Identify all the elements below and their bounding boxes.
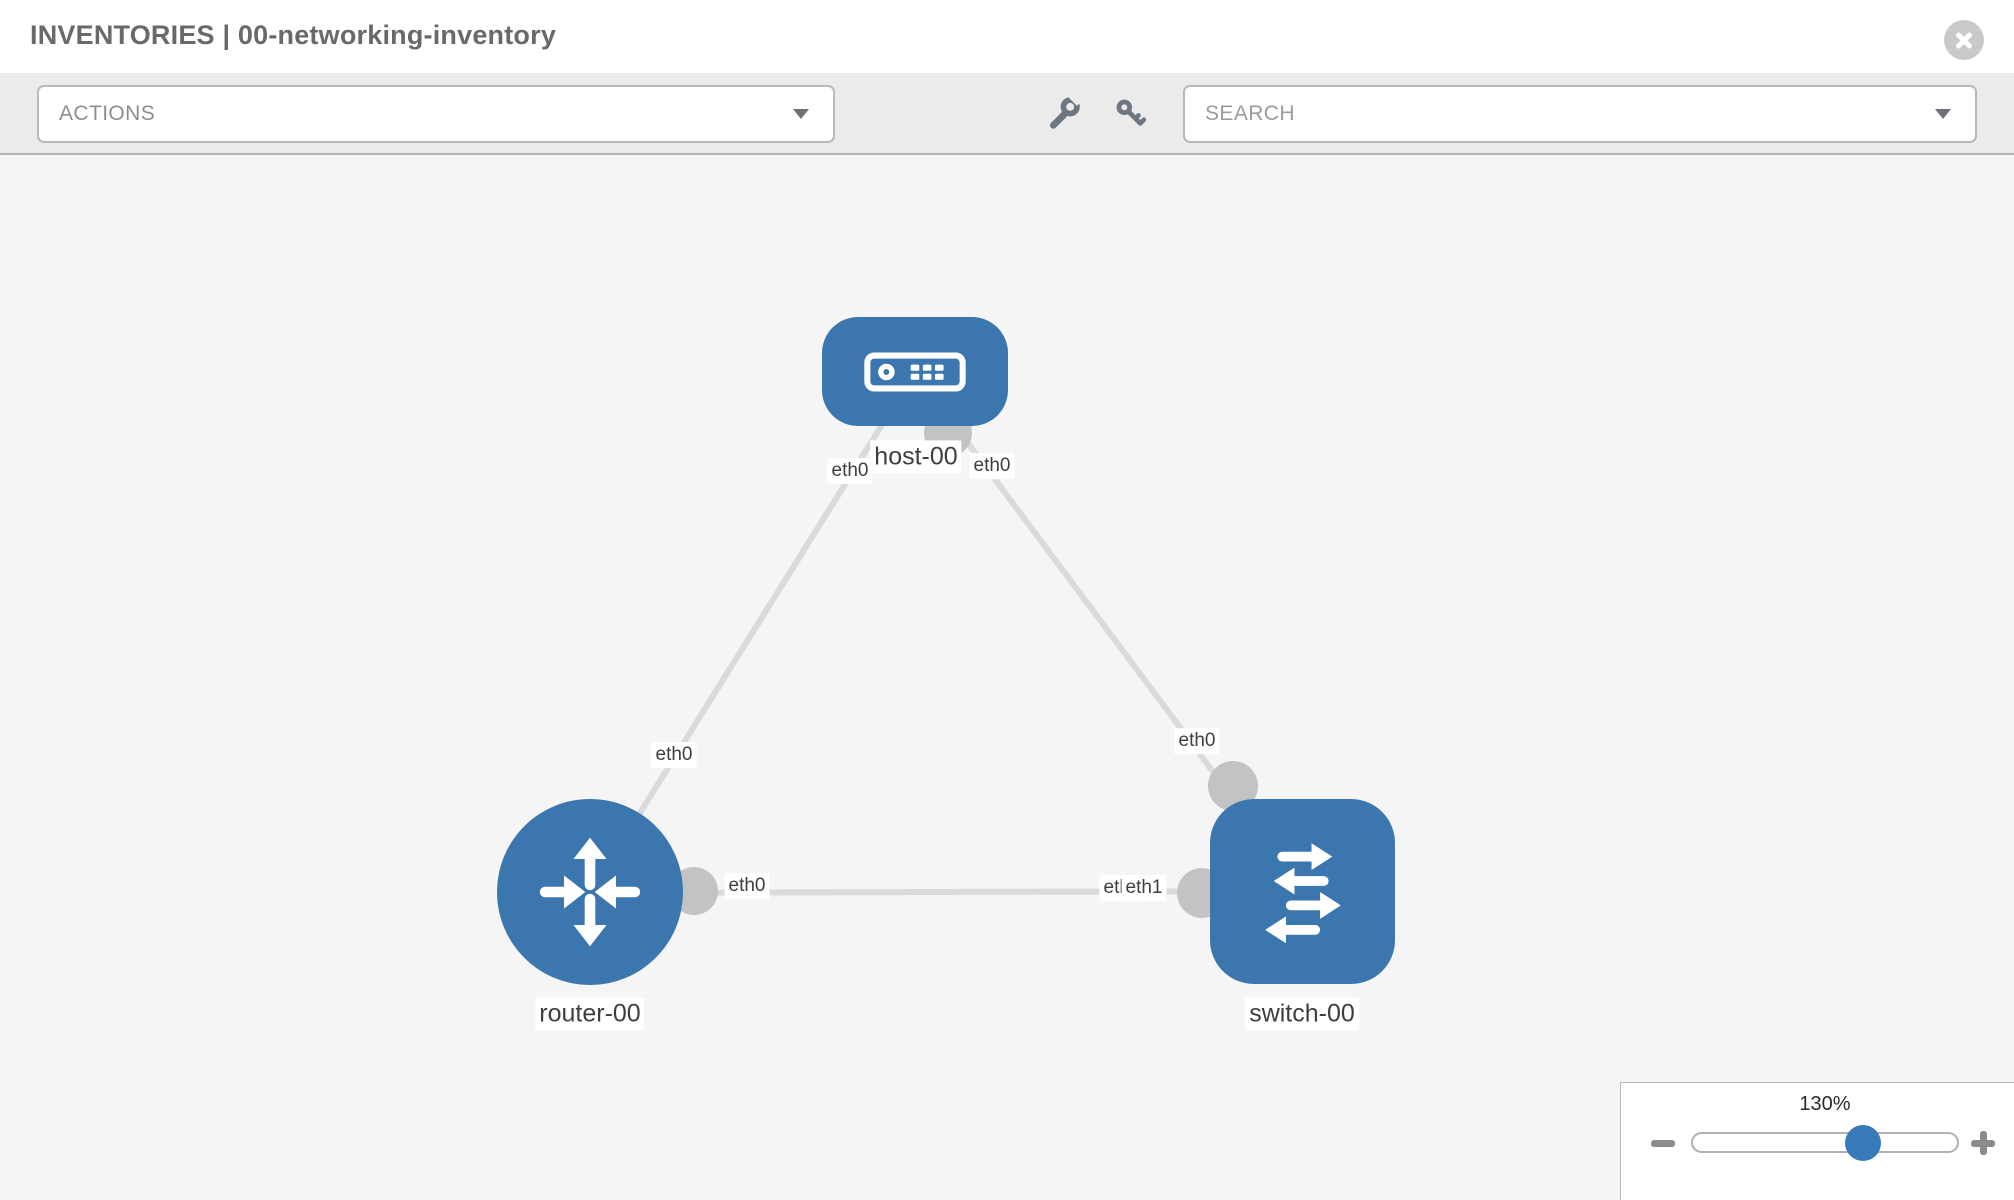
- interface-label-switch-eth0-top: eth0: [1174, 728, 1220, 754]
- chevron-down-icon: [1935, 109, 1951, 119]
- interface-label-switch-eth1-over: eth1: [1121, 875, 1167, 901]
- zoom-in-button[interactable]: [1965, 1125, 2001, 1161]
- interface-label-router-eth0-right: eth0: [724, 873, 770, 899]
- toolbar: ACTIONS SEARCH: [0, 73, 2014, 155]
- node-switch-00[interactable]: [1210, 799, 1395, 984]
- node-host-00[interactable]: [822, 317, 1008, 426]
- configure-button[interactable]: [1042, 89, 1086, 137]
- router-icon: [539, 837, 641, 947]
- topology-edges: [587, 370, 1305, 918]
- actions-dropdown[interactable]: ACTIONS: [37, 85, 835, 143]
- topology-canvas[interactable]: host-00 router-00 switch-00 eth0 eth0 et…: [0, 155, 2014, 1200]
- zoom-control-panel: 130%: [1620, 1082, 2014, 1200]
- plus-icon: [1979, 1131, 1987, 1155]
- zoom-level-value: 130%: [1799, 1093, 1851, 1115]
- header-bar: INVENTORIES | 00-networking-inventory: [0, 0, 2014, 73]
- close-button[interactable]: [1944, 20, 1984, 60]
- minus-icon: [1651, 1139, 1675, 1147]
- wrench-icon: [1049, 95, 1082, 129]
- node-router-00[interactable]: [497, 799, 683, 985]
- page-title: INVENTORIES | 00-networking-inventory: [30, 20, 557, 50]
- zoom-slider-knob[interactable]: [1845, 1125, 1881, 1161]
- search-dropdown[interactable]: SEARCH: [1183, 85, 1977, 143]
- zoom-out-button[interactable]: [1645, 1125, 1681, 1161]
- node-label-host: host-00: [870, 440, 962, 474]
- chevron-down-icon: [793, 109, 809, 119]
- node-label-switch: switch-00: [1245, 997, 1359, 1031]
- interface-endpoint: [1208, 761, 1258, 811]
- interface-label-host-eth0-right: eth0: [969, 453, 1015, 479]
- switch-icon: [1264, 842, 1341, 943]
- node-label-router: router-00: [535, 997, 645, 1031]
- zoom-slider-track[interactable]: [1691, 1132, 1959, 1153]
- host-icon: [864, 352, 966, 391]
- interface-label-host-eth0-left: eth0: [827, 458, 873, 484]
- credentials-button[interactable]: [1108, 89, 1152, 137]
- interface-label-router-eth0-top: eth0: [651, 742, 697, 768]
- key-icon: [1116, 99, 1146, 126]
- actions-dropdown-label: ACTIONS: [59, 102, 156, 125]
- search-placeholder: SEARCH: [1205, 102, 1295, 125]
